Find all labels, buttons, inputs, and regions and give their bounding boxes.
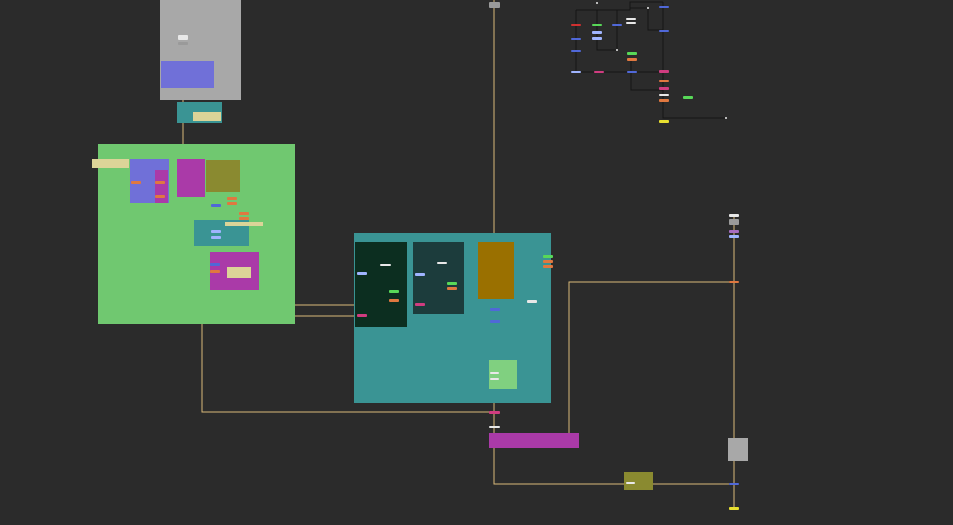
node-teal-pink-2[interactable] [415, 303, 425, 306]
backdrop-olive-inner[interactable] [206, 160, 240, 192]
node-tr-blue-4[interactable] [627, 71, 637, 73]
wire-main-vertical [493, 0, 734, 485]
node-teal-orange-4[interactable] [543, 265, 553, 268]
node-white-mid[interactable] [489, 426, 500, 428]
node-tr-white-2[interactable] [626, 22, 636, 24]
node-teal-white-1[interactable] [380, 264, 391, 266]
backdrop-olive-bottom[interactable] [624, 472, 653, 490]
node-grey-2[interactable] [178, 42, 188, 45]
node-tr-yellow-1[interactable] [659, 120, 669, 123]
node-right-blue[interactable] [729, 483, 739, 485]
node-tr-orange-3[interactable] [659, 99, 669, 102]
backdrop-purple-inner-1[interactable] [155, 170, 168, 203]
node-orange-2[interactable] [227, 202, 237, 205]
sticky-note-teal-inner[interactable] [225, 222, 263, 226]
node-tr-orange-1[interactable] [627, 58, 637, 61]
node-top-read[interactable] [489, 2, 500, 8]
node-tr-green-3[interactable] [683, 96, 693, 99]
node-orange-8[interactable] [155, 195, 165, 198]
node-orange-7[interactable] [155, 181, 165, 184]
wire-tr-6 [630, 60, 663, 91]
backdrop-lightgreen[interactable] [489, 360, 517, 389]
wire-tr-3 [596, 10, 618, 51]
wire-tr-5 [662, 2, 726, 119]
node-tr-lightblue-2[interactable] [592, 31, 602, 34]
node-tr-blue-2[interactable] [571, 50, 581, 52]
node-right-lightblue[interactable] [729, 235, 739, 238]
node-teal-blue-2[interactable] [490, 320, 500, 323]
node-tr-red-1[interactable] [571, 24, 581, 26]
node-right-yellow[interactable] [729, 507, 739, 510]
node-tr-lightblue-3[interactable] [592, 37, 602, 40]
wire-tr-1 [576, 1, 663, 11]
node-orange-1[interactable] [227, 197, 237, 200]
node-tr-white-3[interactable] [659, 94, 669, 96]
node-right-purple[interactable] [729, 230, 739, 233]
node-orange-4[interactable] [239, 217, 249, 220]
sticky-note-small[interactable] [193, 112, 221, 121]
node-tr-orange-2[interactable] [659, 80, 669, 82]
node-tr-blue-6[interactable] [659, 30, 669, 32]
node-tr-dot-3[interactable] [596, 2, 598, 4]
node-right-grey[interactable] [729, 219, 739, 225]
node-tr-blue-3[interactable] [612, 24, 622, 26]
node-tr-green-1[interactable] [592, 24, 602, 26]
node-lightblue-1[interactable] [211, 230, 221, 233]
backdrop-grey-right[interactable] [728, 438, 748, 461]
node-teal-white-3[interactable] [527, 300, 537, 303]
node-tr-pink-3[interactable] [659, 87, 669, 90]
node-teal-green-2[interactable] [447, 282, 457, 285]
node-teal-white-2[interactable] [437, 262, 447, 264]
node-olive-white[interactable] [626, 482, 635, 484]
node-tr-pink-2[interactable] [659, 70, 669, 73]
node-right-orange[interactable] [729, 281, 739, 283]
node-orange-3[interactable] [239, 212, 249, 215]
sticky-note-green[interactable] [92, 159, 129, 168]
node-orange-6[interactable] [131, 181, 141, 184]
node-teal-green-1[interactable] [389, 290, 399, 293]
node-tr-blue-5[interactable] [659, 6, 669, 8]
node-tr-pink-1[interactable] [594, 71, 604, 73]
backdrop-darkteal[interactable] [413, 242, 464, 314]
node-lightblue-2[interactable] [211, 236, 221, 239]
node-tr-dot-4[interactable] [616, 49, 618, 51]
backdrop-blue-top[interactable] [161, 61, 214, 88]
node-tr-blue-1[interactable] [571, 38, 581, 40]
node-lightgreen-1[interactable] [490, 372, 499, 374]
node-teal-lightblue-1[interactable] [357, 272, 367, 275]
node-blue-2[interactable] [210, 263, 220, 266]
node-blue-1[interactable] [211, 204, 221, 207]
node-right-white[interactable] [729, 214, 739, 217]
backdrop-darkgreen[interactable] [355, 242, 407, 327]
node-tr-lightblue-1[interactable] [571, 71, 581, 73]
node-tr-white-1[interactable] [626, 18, 636, 20]
node-tr-dot-1[interactable] [725, 117, 727, 119]
node-teal-blue-1[interactable] [490, 308, 500, 311]
node-teal-green-3[interactable] [543, 255, 553, 258]
backdrop-purple-bottom[interactable] [489, 433, 579, 448]
wire-tr-4 [630, 7, 663, 31]
node-tr-dot-2[interactable] [647, 7, 649, 9]
node-teal-orange-3[interactable] [543, 260, 553, 263]
backdrop-purple-inner-2[interactable] [177, 159, 205, 197]
node-orange-5[interactable] [210, 270, 220, 273]
wire-tr-2 [575, 10, 663, 73]
node-lightgreen-2[interactable] [490, 378, 499, 380]
node-tr-green-2[interactable] [627, 52, 637, 55]
node-teal-orange-1[interactable] [389, 299, 399, 302]
backdrop-amber[interactable] [478, 242, 514, 299]
node-teal-pink-1[interactable] [357, 314, 367, 317]
node-teal-lightblue-2[interactable] [415, 273, 425, 276]
node-grey-1[interactable] [178, 35, 188, 40]
node-teal-orange-2[interactable] [447, 287, 457, 290]
sticky-note-purple-inner[interactable] [227, 267, 251, 278]
node-pink-mid[interactable] [489, 411, 500, 414]
